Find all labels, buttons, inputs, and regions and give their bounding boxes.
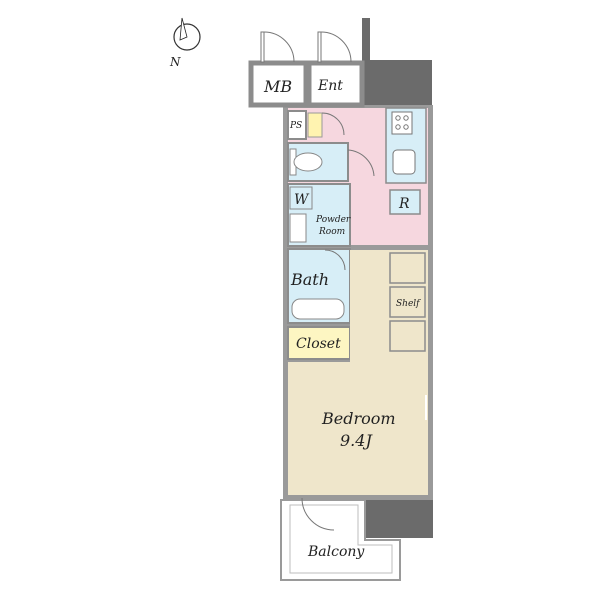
- washer-space: [289, 186, 313, 210]
- toilet-door-swing: [347, 149, 375, 177]
- mb-door-swing: [263, 31, 295, 63]
- burner-4: [403, 124, 409, 130]
- bedroom-size: 9.4J: [340, 431, 373, 450]
- balcony-label: Balcony: [307, 544, 365, 560]
- shelf-lower: [389, 320, 426, 352]
- burner-2: [403, 115, 409, 121]
- burner-1: [395, 115, 401, 121]
- bathtub-icon: [291, 298, 345, 320]
- vanity-sink-icon: [289, 213, 307, 243]
- toilet-bowl-icon: [293, 152, 323, 172]
- shelf-upper: [389, 252, 426, 284]
- mb-label: MB: [263, 77, 292, 96]
- ent-door-leaf: [317, 31, 322, 63]
- entry-doors: [260, 31, 352, 63]
- closet-label: Closet: [296, 336, 341, 352]
- burner-3: [395, 124, 401, 130]
- balcony-door-swing: [301, 497, 335, 531]
- structural-column-top: [362, 60, 432, 105]
- bath-door-swing: [324, 249, 346, 271]
- washer-label: W: [294, 192, 310, 208]
- ps-door-swing: [321, 112, 345, 136]
- compass: N: [169, 17, 201, 69]
- compass-label: N: [169, 55, 181, 69]
- stove-icon: [391, 111, 413, 135]
- structural-wall-top: [362, 18, 370, 63]
- balcony-inner-line: [289, 504, 393, 574]
- ent-label: Ent: [317, 78, 343, 94]
- sink-icon: [392, 149, 416, 175]
- bedroom-label: Bedroom: [321, 409, 396, 428]
- bath-label: Bath: [290, 270, 329, 289]
- ps-label: PS: [289, 121, 302, 131]
- mb-door-leaf: [260, 31, 265, 63]
- refrigerator-label: R: [398, 196, 410, 212]
- small-cabinet: [307, 112, 323, 138]
- shelf-middle: [389, 286, 426, 318]
- entrance: [306, 60, 365, 108]
- ps-shaft: [287, 110, 307, 140]
- powder-room-label-2: Room: [318, 227, 345, 237]
- compass-needle-outline-icon: [179, 17, 188, 41]
- mb-room: [248, 60, 309, 108]
- ent-door-swing: [320, 31, 352, 63]
- refrigerator: [389, 189, 421, 215]
- shelf-label: Shelf: [396, 299, 421, 309]
- powder-room-label-1: Powder: [315, 215, 351, 225]
- structural-column-bottom: [365, 493, 433, 538]
